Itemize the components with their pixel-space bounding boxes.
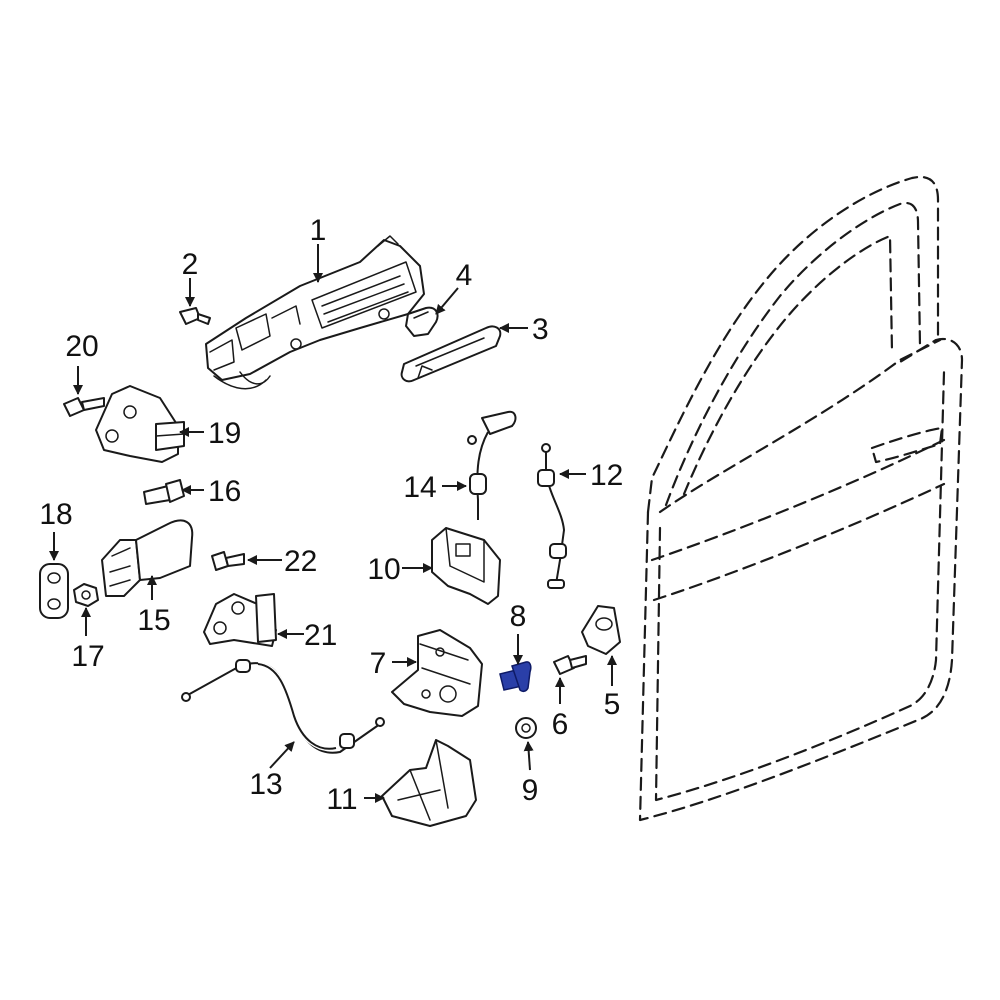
part-19-upper-hinge (95, 385, 185, 463)
callout-3: 3 (532, 313, 549, 346)
callout-1: 1 (310, 214, 327, 247)
callout-22: 22 (284, 545, 317, 578)
part-4-handle-cap (405, 306, 439, 337)
part-9-seal (515, 717, 537, 739)
part-1-handle-carrier (205, 235, 425, 390)
callout-15: 15 (137, 604, 170, 637)
part-16-bolt (143, 479, 185, 505)
callout-19: 19 (208, 417, 241, 450)
callout-7: 7 (370, 647, 387, 680)
part-10-latch-bracket (431, 527, 501, 605)
callout-20: 20 (65, 330, 98, 363)
callout-14: 14 (403, 471, 436, 504)
callout-17: 17 (71, 640, 104, 673)
leader-lines (49, 244, 617, 803)
callout-18: 18 (39, 498, 72, 531)
part-21-lower-hinge (203, 593, 277, 647)
part-22-bolt (211, 551, 245, 571)
callout-9: 9 (522, 774, 539, 807)
part-14-release-cable (467, 410, 517, 520)
part-17-nut (73, 583, 99, 607)
part-6-screw (553, 655, 587, 675)
callout-6: 6 (552, 708, 569, 741)
callout-8: 8 (510, 600, 527, 633)
part-3-outside-handle (400, 325, 502, 383)
part-18-bumper (39, 563, 69, 619)
callout-10: 10 (367, 553, 400, 586)
callout-5: 5 (604, 688, 621, 721)
callout-21: 21 (304, 619, 337, 652)
part-2-screw (179, 307, 211, 325)
part-15-door-check (101, 519, 194, 597)
part-13-inside-handle-cable (181, 659, 385, 754)
part-7-door-latch (391, 629, 483, 717)
callout-labels: 1 2 3 4 5 6 7 8 9 10 11 12 13 14 15 16 1… (39, 214, 623, 816)
callout-2: 2 (182, 248, 199, 281)
part-12-lock-rod (537, 443, 567, 589)
callout-16: 16 (208, 475, 241, 508)
callout-12: 12 (590, 459, 623, 492)
part-5-striker (581, 605, 621, 655)
front-door-shell-outline (638, 175, 964, 822)
callout-13: 13 (249, 768, 282, 801)
callout-11: 11 (326, 783, 357, 816)
callout-4: 4 (456, 259, 473, 292)
part-8-latch-bolt-highlighted (499, 661, 532, 693)
part-20-bolt (63, 397, 105, 417)
part-11-latch-shield (381, 739, 477, 827)
